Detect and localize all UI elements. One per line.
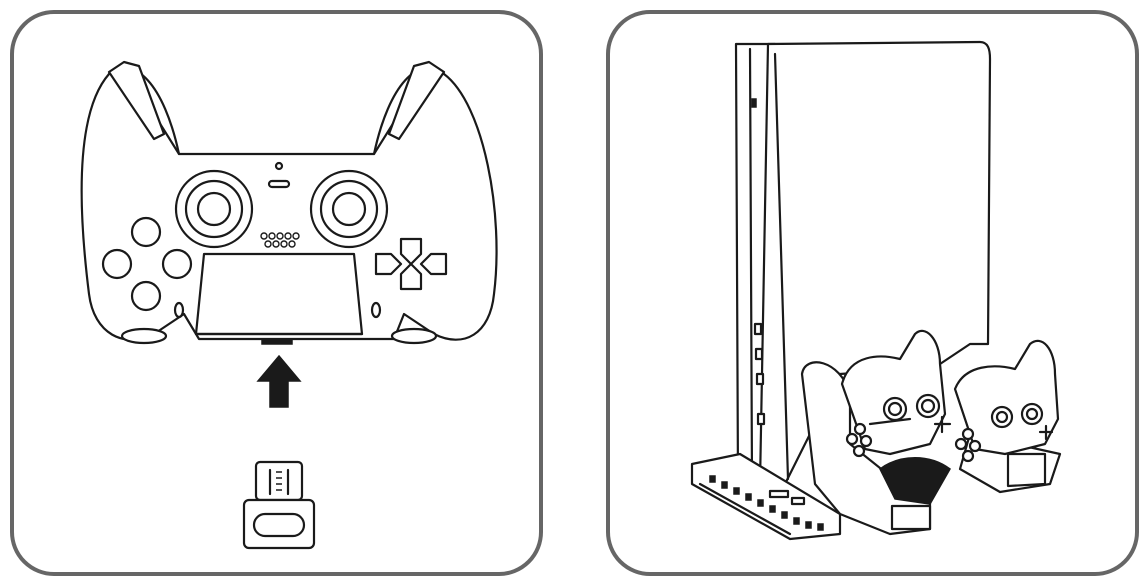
left-panel	[10, 10, 543, 576]
usb-c-adapter-icon	[242, 460, 316, 550]
gamepad-icon	[80, 60, 498, 345]
gamepad-icon	[840, 329, 952, 458]
right-panel	[606, 10, 1139, 576]
gamepad-icon	[953, 339, 1060, 463]
left-illustration	[80, 60, 498, 550]
charging-dock-icon	[690, 361, 1062, 541]
up-arrow-icon	[256, 354, 302, 408]
right-illustration	[690, 40, 1062, 541]
